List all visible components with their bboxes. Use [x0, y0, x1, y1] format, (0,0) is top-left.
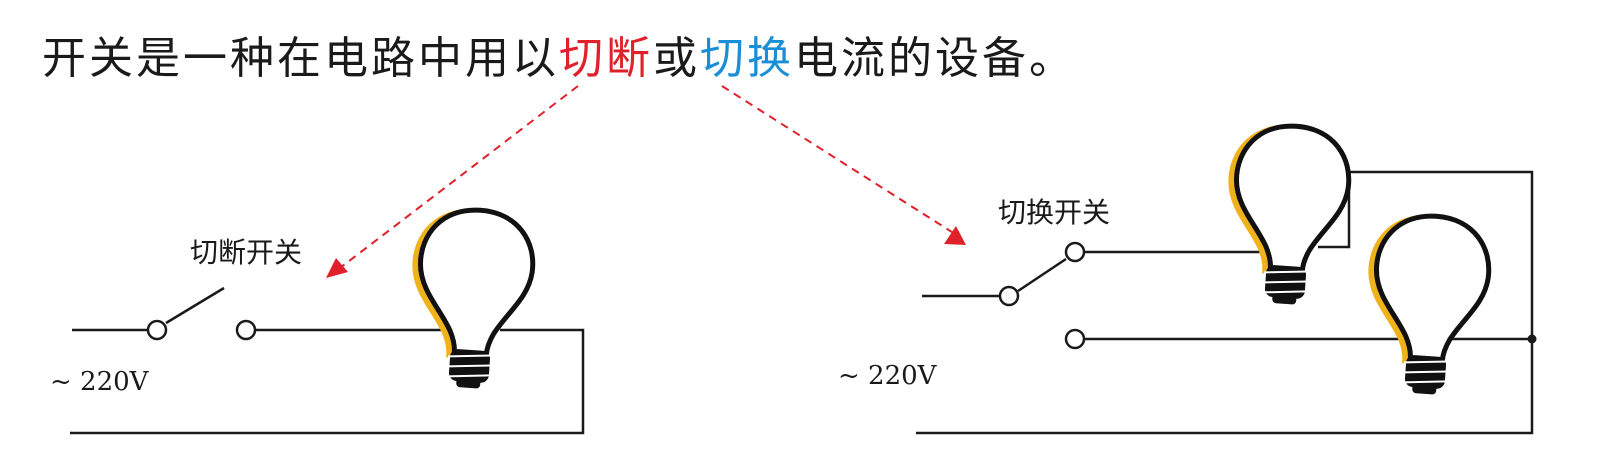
right-wires: [916, 170, 1534, 435]
right-switch-upper-terminal: [1064, 241, 1086, 263]
left-switch-contact-terminal: [235, 319, 257, 341]
right-switch-pivot-terminal: [998, 285, 1020, 307]
headline-prefix: 开关是一种在电路中用以: [42, 33, 559, 84]
headline-suffix: 电流的设备。: [794, 33, 1076, 84]
left-wires: [70, 286, 585, 435]
right-circuit: 切换开关 ~ 220V: [838, 122, 1537, 435]
right-upper-light-bulb-icon: [1223, 122, 1352, 308]
right-voltage-label: ~ 220V: [838, 361, 938, 391]
right-switch-label: 切换开关: [998, 196, 1110, 229]
right-junction-node: [1527, 334, 1537, 344]
left-voltage-label: ~ 220V: [50, 367, 150, 397]
left-light-bulb-icon: [407, 206, 536, 392]
headline-connector: 或: [653, 33, 700, 84]
right-lower-light-bulb-icon: [1363, 212, 1492, 398]
left-circuit: 切断开关 ~ 220V: [50, 206, 585, 435]
left-switch-pivot-terminal: [146, 319, 168, 341]
right-switch-lower-terminal: [1064, 328, 1086, 350]
switch-guide-arrow: [721, 85, 966, 245]
left-switch-label: 切断开关: [190, 236, 302, 269]
headline-switch-word: 切换: [700, 33, 794, 84]
headline: 开关是一种在电路中用以切断或切换电流的设备。: [42, 22, 1076, 86]
cut-guide-arrow: [326, 85, 579, 278]
headline-cut-word: 切断: [559, 33, 653, 84]
